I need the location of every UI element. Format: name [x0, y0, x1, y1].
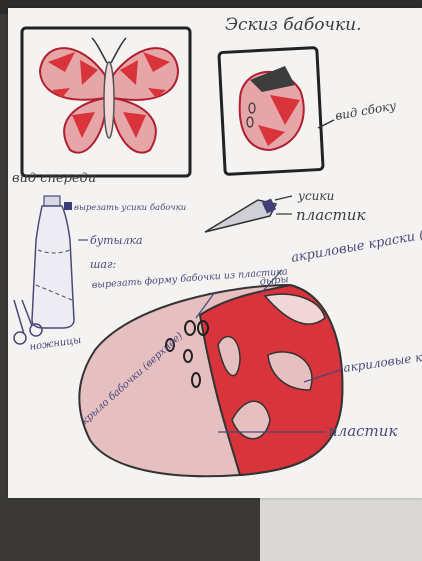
step-label: шаг: — [90, 258, 116, 271]
butterfly-side-drawing — [240, 66, 304, 150]
plastic-label: пластик — [328, 422, 397, 440]
front-view-label: вид спереди — [12, 171, 96, 186]
antenna-piece-drawing — [205, 198, 276, 232]
wing-large-drawing — [79, 285, 342, 476]
butterfly-front-drawing — [40, 38, 178, 153]
bottle-note: вырезать усики бабочки — [74, 202, 186, 213]
antenna-pointer — [275, 196, 292, 200]
acrylic-red-label: акриловые краски (красная) — [290, 217, 422, 266]
side-view-label: вид сбоку — [334, 98, 397, 122]
acrylic-pink-label: акриловые краски (розовая) — [342, 336, 422, 375]
bottle-label: бутылка — [90, 234, 143, 247]
sketch-title: Эскиз бабочки. — [225, 15, 362, 35]
antenna-material-label: пластик — [296, 206, 365, 224]
scissors-label: ножницы — [29, 335, 82, 353]
bottle-cut-marker — [64, 202, 72, 210]
antenna-label: усики — [297, 189, 334, 203]
bottle-drawing — [32, 196, 74, 328]
